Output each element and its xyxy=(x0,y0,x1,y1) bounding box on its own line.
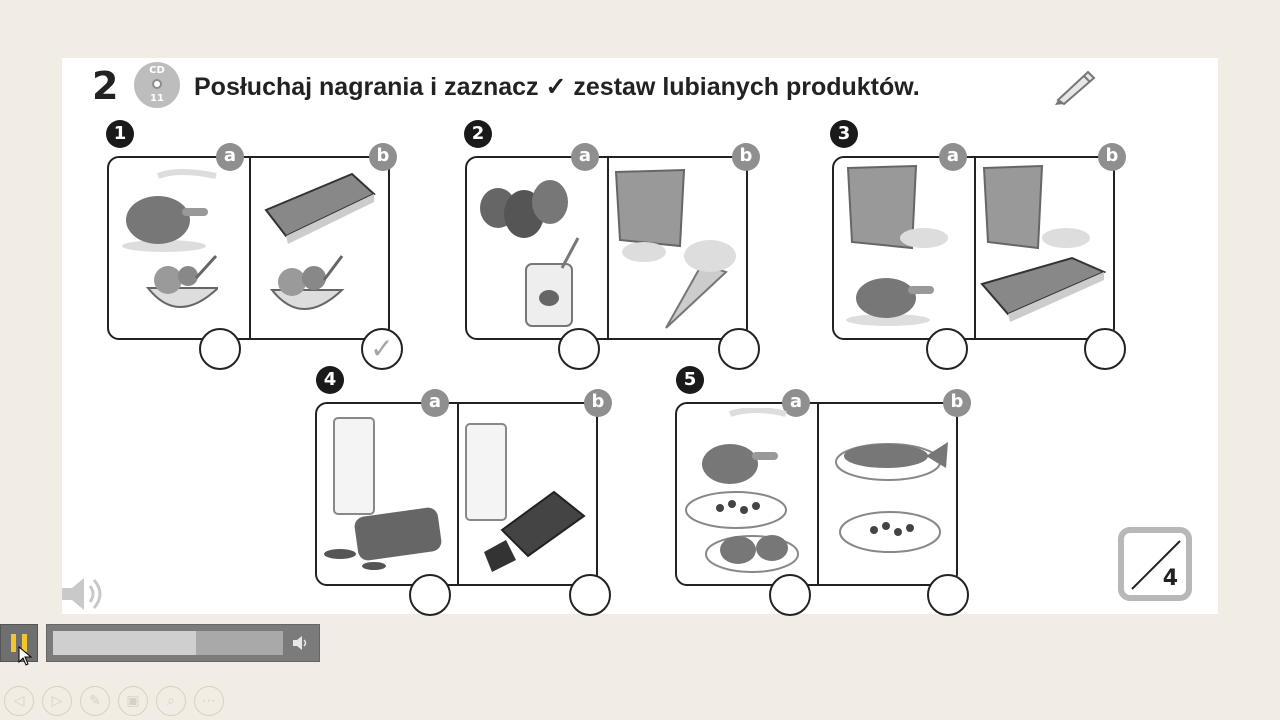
pen-tool-icon[interactable]: ✎ xyxy=(80,686,110,716)
option-badge-a: a xyxy=(216,143,244,171)
score-box: 4 xyxy=(1118,527,1192,601)
pages-icon[interactable]: ▣ xyxy=(118,686,148,716)
answer-checkbox-a[interactable] xyxy=(926,328,968,370)
answer-checkbox-b[interactable] xyxy=(927,574,969,616)
prev-page-icon[interactable]: ◁ xyxy=(4,686,34,716)
set-number: 1 xyxy=(106,120,134,148)
option-badge-a: a xyxy=(939,143,967,171)
chicken-salad-icon xyxy=(122,169,218,308)
fish-peas-icon xyxy=(835,442,948,553)
option-badge-b: b xyxy=(1098,143,1126,171)
answer-checkbox-a[interactable] xyxy=(558,328,600,370)
answer-checkbox-b[interactable] xyxy=(718,328,760,370)
set-number: 2 xyxy=(464,120,492,148)
instruction-text: Posłuchaj nagrania i zaznacz ✓ zestaw lu… xyxy=(194,73,920,101)
answer-checkbox-a[interactable] xyxy=(769,574,811,616)
chicken-peas-potatoes-icon xyxy=(685,408,799,573)
audio-progress-fill xyxy=(53,631,196,655)
zoom-icon[interactable]: ⌕ xyxy=(156,686,186,716)
answer-checkbox-a[interactable] xyxy=(199,328,241,370)
volume-icon[interactable] xyxy=(291,633,311,653)
set-number: 3 xyxy=(830,120,858,148)
speaker-icon[interactable] xyxy=(58,572,104,616)
answer-checkbox-b[interactable] xyxy=(1084,328,1126,370)
cd-label: CD xyxy=(149,65,165,76)
crisps-sandwich-icon xyxy=(980,164,1107,322)
answer-checkbox-b[interactable] xyxy=(569,574,611,616)
option-badge-b: b xyxy=(943,389,971,417)
strawberries-yogurt-icon xyxy=(480,180,580,327)
cd-track: 11 xyxy=(150,93,164,104)
crisps-chicken-icon xyxy=(846,164,948,326)
option-badge-a: a xyxy=(571,143,599,171)
next-page-icon[interactable]: ▷ xyxy=(42,686,72,716)
set-number: 5 xyxy=(676,366,704,394)
pencil-icon xyxy=(1055,70,1096,106)
option-badge-b: b xyxy=(732,143,760,171)
score-total: 4 xyxy=(1162,566,1178,591)
cursor-icon xyxy=(18,646,33,666)
option-badge-b: b xyxy=(584,389,612,417)
set-number: 4 xyxy=(316,366,344,394)
answer-checkbox-a[interactable] xyxy=(409,574,451,616)
audio-progress-remaining xyxy=(196,631,283,655)
crisps-icecream-icon xyxy=(614,168,736,329)
option-badge-a: a xyxy=(782,389,810,417)
exercise-number: 2 xyxy=(92,64,119,108)
cd-icon: CD 11 xyxy=(134,62,180,108)
audio-progress-bar[interactable] xyxy=(46,624,320,662)
more-icon[interactable]: ⋯ xyxy=(194,686,224,716)
answer-checkbox-b[interactable]: ✓ xyxy=(361,328,403,370)
milk-jar-icon xyxy=(324,417,442,570)
pause-icon xyxy=(11,634,16,652)
sandwich-salad-icon xyxy=(264,172,376,310)
milk-chocolate-icon xyxy=(465,423,586,572)
option-badge-a: a xyxy=(421,389,449,417)
option-badge-b: b xyxy=(369,143,397,171)
